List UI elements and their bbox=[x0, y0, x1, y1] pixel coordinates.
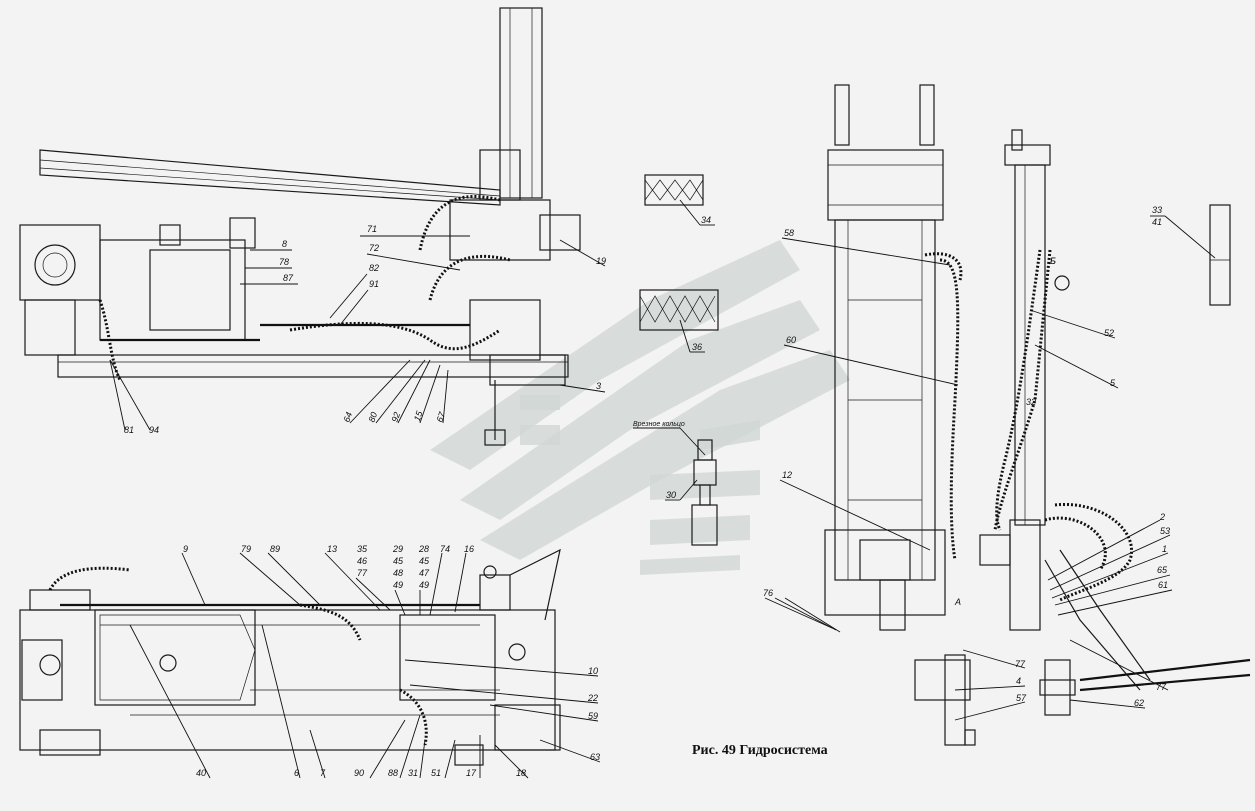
section-mark-A: A bbox=[954, 597, 961, 607]
callout-30: 30 bbox=[666, 490, 676, 500]
callout-71: 71 bbox=[367, 224, 377, 234]
side-view-mast bbox=[979, 129, 1251, 716]
callout-34: 34 bbox=[701, 215, 711, 225]
callout-91: 91 bbox=[369, 279, 379, 289]
callout-18: 18 bbox=[516, 768, 526, 778]
callouts-front-view: 58 60 12 76 bbox=[763, 228, 959, 633]
callout-92: 92 bbox=[389, 411, 402, 424]
callout-59: 59 bbox=[588, 711, 598, 721]
callout-81: 81 bbox=[124, 425, 134, 435]
callout-94: 94 bbox=[149, 425, 159, 435]
callout-82: 82 bbox=[369, 263, 379, 273]
callout-13: 13 bbox=[327, 544, 337, 554]
callout-33: 33 bbox=[1152, 205, 1162, 215]
callout-10: 10 bbox=[588, 666, 598, 676]
callout-74: 74 bbox=[440, 544, 450, 554]
callout-40: 40 bbox=[196, 768, 206, 778]
callouts-side-view: 33 41 Б 52 5 32 2 53 1 65 61 77 77 4 57 … bbox=[954, 205, 1216, 721]
callout-5: 5 bbox=[1110, 378, 1116, 388]
callout-3: 3 bbox=[596, 381, 601, 391]
callout-16: 16 bbox=[464, 544, 474, 554]
callout-90: 90 bbox=[354, 768, 364, 778]
callout-47: 47 bbox=[419, 568, 430, 578]
callout-77-top: 77 bbox=[357, 568, 368, 578]
callout-49: 49 bbox=[393, 580, 403, 590]
callout-15: 15 bbox=[412, 409, 425, 423]
side-view-upper-left bbox=[19, 7, 581, 446]
callout-36: 36 bbox=[692, 342, 702, 352]
watermark-logo bbox=[430, 240, 850, 575]
figure-caption: Рис. 49 Гидросистема bbox=[692, 743, 828, 758]
callout-8: 8 bbox=[282, 239, 287, 249]
callout-7: 7 bbox=[320, 768, 326, 778]
callout-89: 89 bbox=[270, 544, 280, 554]
callout-57: 57 bbox=[1016, 693, 1027, 703]
callout-80: 80 bbox=[366, 411, 379, 424]
callout-19: 19 bbox=[596, 256, 606, 266]
callout-28: 28 bbox=[418, 544, 429, 554]
callout-61: 61 bbox=[1158, 580, 1168, 590]
section-mark-B: Б bbox=[1050, 256, 1056, 266]
callout-17: 17 bbox=[466, 768, 477, 778]
callout-63: 63 bbox=[590, 752, 600, 762]
callout-72: 72 bbox=[369, 243, 379, 253]
callout-2: 2 bbox=[1159, 512, 1165, 522]
callout-45: 45 bbox=[393, 556, 404, 566]
top-view-lower-left bbox=[19, 548, 561, 766]
note-label: Врезное кольцо bbox=[633, 421, 685, 428]
callout-87: 87 bbox=[283, 273, 294, 283]
callout-64: 64 bbox=[341, 411, 354, 424]
callout-12: 12 bbox=[782, 470, 792, 480]
callouts-top-view: 9 79 89 13 35 46 77 29 45 48 49 28 45 47… bbox=[129, 544, 601, 779]
callout-4: 4 bbox=[1016, 676, 1021, 686]
callout-77-right: 77 bbox=[1156, 682, 1167, 692]
callout-22: 22 bbox=[587, 693, 598, 703]
callouts-upper-left: 8 78 87 71 72 82 91 19 64 80 92 15 67 3 … bbox=[109, 224, 606, 435]
callout-77-lower: 77 bbox=[1015, 659, 1026, 669]
callout-9: 9 bbox=[183, 544, 188, 554]
callout-52: 52 bbox=[1104, 328, 1114, 338]
callout-62: 62 bbox=[1134, 698, 1144, 708]
callout-41: 41 bbox=[1152, 217, 1162, 227]
callout-B-upper: Б bbox=[1050, 256, 1056, 266]
callout-79: 79 bbox=[241, 544, 251, 554]
callout-58: 58 bbox=[784, 228, 794, 238]
callout-88: 88 bbox=[388, 768, 398, 778]
callout-45b: 45 bbox=[419, 556, 430, 566]
callout-60: 60 bbox=[786, 335, 796, 345]
hose-details: 34 36 Врезное кольцо 30 bbox=[633, 174, 719, 546]
callout-32: 32 bbox=[1026, 397, 1036, 407]
callout-65: 65 bbox=[1157, 565, 1168, 575]
callout-35: 35 bbox=[357, 544, 368, 554]
callout-48: 48 bbox=[393, 568, 403, 578]
callout-76: 76 bbox=[763, 588, 773, 598]
callout-51: 51 bbox=[431, 768, 441, 778]
callout-6: 6 bbox=[294, 768, 299, 778]
front-view-mast bbox=[824, 84, 976, 746]
callout-53: 53 bbox=[1160, 526, 1170, 536]
callout-29: 29 bbox=[392, 544, 403, 554]
callout-46: 46 bbox=[357, 556, 367, 566]
callout-67: 67 bbox=[434, 410, 447, 424]
callout-31: 31 bbox=[408, 768, 418, 778]
callout-78: 78 bbox=[279, 257, 289, 267]
callout-1: 1 bbox=[1162, 544, 1167, 554]
callout-49b: 49 bbox=[419, 580, 429, 590]
